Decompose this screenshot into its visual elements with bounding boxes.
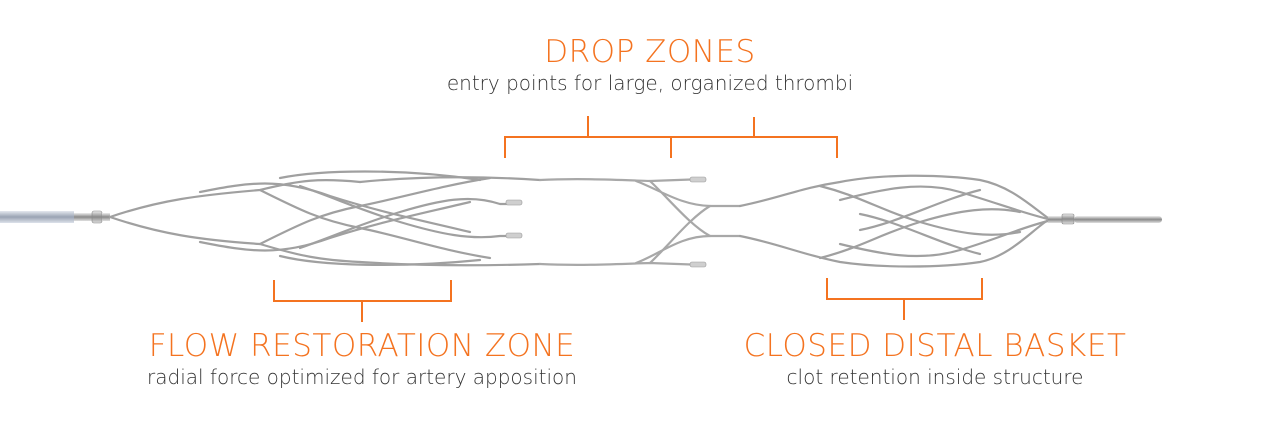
drop-zone-brackets	[504, 116, 838, 158]
drop-zones-subtitle: entry points for large, organized thromb…	[446, 71, 854, 95]
flow-restoration-cage	[108, 170, 542, 267]
distal-basket-callout: CLOSED DISTAL BASKET clot retention insi…	[680, 328, 1190, 390]
distal-tip	[1048, 213, 1162, 225]
wire-tips	[505, 176, 707, 268]
distal-basket	[738, 174, 1050, 268]
flow-restoration-subtitle: radial force optimized for artery apposi…	[147, 365, 577, 389]
flow-restoration-bracket	[273, 280, 452, 322]
flow-restoration-title: FLOW RESTORATION ZONE	[148, 328, 576, 364]
drop-zones-title: DROP ZONES	[544, 34, 756, 70]
distal-basket-bracket	[826, 278, 983, 320]
distal-basket-subtitle: clot retention inside structure	[786, 365, 1084, 389]
distal-basket-title: CLOSED DISTAL BASKET	[743, 328, 1127, 364]
flow-restoration-callout: FLOW RESTORATION ZONE radial force optim…	[102, 328, 622, 390]
drop-zones-callout: DROP ZONES entry points for large, organ…	[390, 34, 910, 96]
drop-zone-rails	[538, 177, 742, 267]
pusher-wire	[0, 210, 110, 224]
